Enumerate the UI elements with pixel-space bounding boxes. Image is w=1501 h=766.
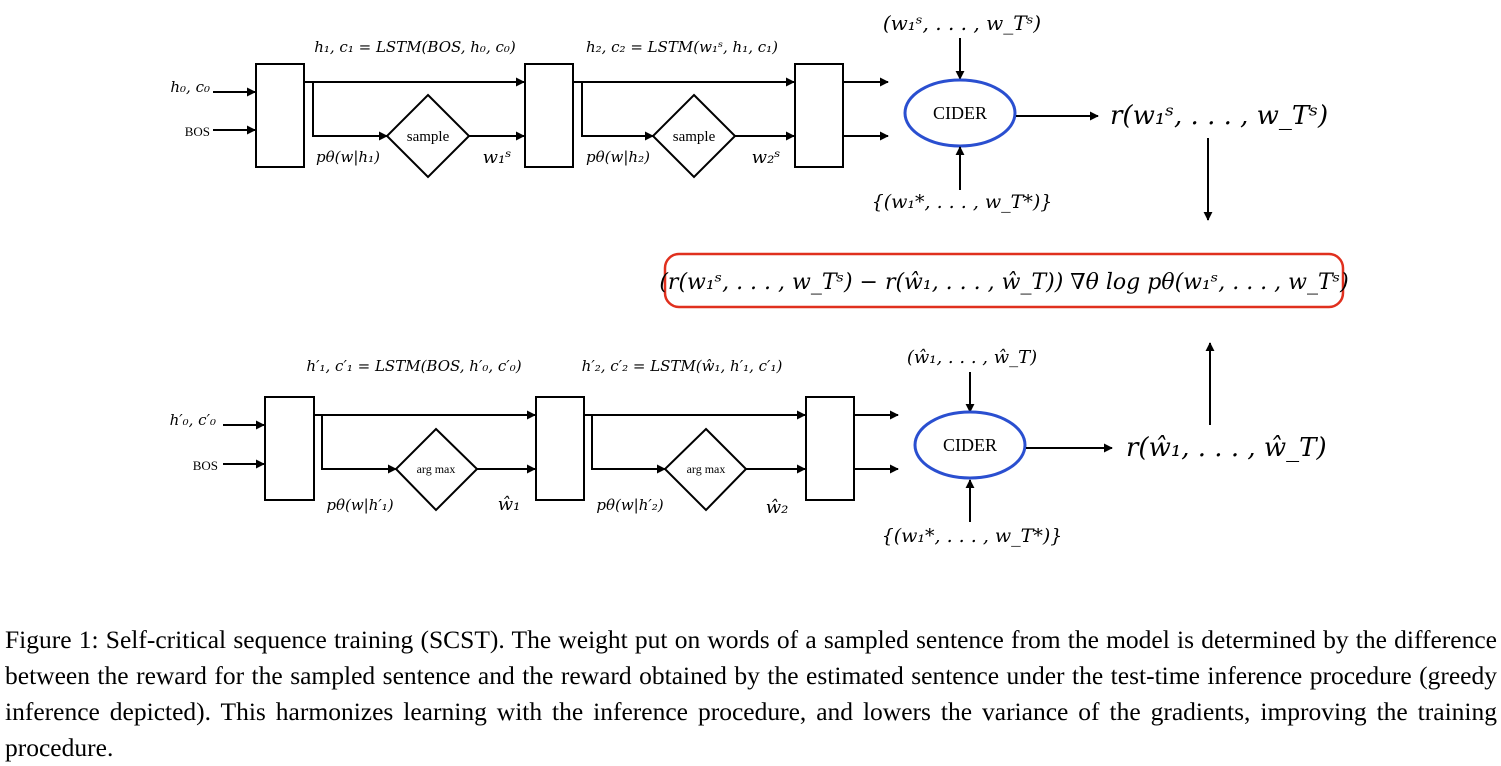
top-cider-label: CIDER: [933, 103, 987, 123]
top-reward: r(w₁ˢ, . . . , w_Tˢ): [1110, 101, 1328, 131]
bottom-policy-path-1: [321, 415, 397, 474]
top-policy-path-2: [581, 82, 654, 141]
bottom-input-bos: BOS: [193, 458, 218, 473]
figure-caption: Figure 1: Self-critical sequence trainin…: [5, 625, 1497, 762]
bottom-argmax-label-1: arg max: [417, 462, 456, 476]
bottom-cider-node: [913, 410, 1027, 480]
gradient-formula-box: (r(w₁ˢ, . . . , w_Tˢ) − r(ŵ₁, . . . , ŵ_…: [659, 252, 1349, 309]
bottom-cider-label: CIDER: [943, 435, 997, 455]
top-lstm-cell-1: [255, 63, 305, 168]
bottom-lstm-cell-2: [535, 396, 585, 501]
bottom-lstm-cell-1: [264, 396, 315, 501]
top-policy-label-2: pθ(w|h₂): [586, 148, 650, 166]
top-output-word-1: w₁ˢ: [483, 147, 512, 168]
top-lstm-cell-3: [794, 63, 844, 168]
bottom-row: h′₁, c′₁ = LSTM(BOS, h′₀, c′₀) h′₂, c′₂ …: [170, 342, 1327, 547]
top-sequence-input: (w₁ˢ, . . . , w_Tˢ): [883, 11, 1041, 35]
bottom-lstm-cell-3: [805, 396, 855, 501]
bottom-argmax-diamond-1: [394, 427, 479, 512]
bottom-reward: r(ŵ₁, . . . , ŵ_T): [1126, 433, 1327, 463]
top-sample-diamond-2: [651, 93, 737, 179]
bottom-policy-path-2: [591, 415, 666, 474]
top-sample-diamond-1: [385, 93, 471, 179]
top-lstm1-label: h₁, c₁ = LSTM(BOS, h₀, c₀): [314, 38, 516, 56]
top-policy-path-1: [312, 82, 388, 141]
bottom-output-word-2: ŵ₂: [766, 497, 789, 518]
top-lstm-cell-2: [524, 63, 574, 168]
bottom-argmax-label-2: arg max: [687, 462, 726, 476]
bottom-sequence-input: (ŵ₁, . . . , ŵ_T): [907, 347, 1037, 368]
gradient-formula: (r(w₁ˢ, . . . , w_Tˢ) − r(ŵ₁, . . . , ŵ_…: [659, 270, 1348, 295]
formula-border: [663, 252, 1345, 309]
scst-diagram: h₁, c₁ = LSTM(BOS, h₀, c₀) h₂, c₂ = LSTM…: [170, 11, 1349, 547]
bottom-input-state: h′₀, c′₀: [170, 411, 216, 429]
top-input-state: h₀, c₀: [170, 78, 210, 96]
top-policy-label-1: pθ(w|h₁): [316, 148, 380, 166]
bottom-output-word-1: ŵ₁: [498, 494, 521, 515]
bottom-references: {(w₁*, . . . , w_T*)}: [882, 525, 1063, 547]
top-output-word-2: w₂ˢ: [752, 147, 781, 168]
top-lstm2-label: h₂, c₂ = LSTM(w₁ˢ, h₁, c₁): [586, 38, 778, 56]
top-cider-node: [903, 78, 1017, 148]
bottom-policy-label-1: pθ(w|h′₁): [326, 496, 393, 514]
bottom-policy-label-2: pθ(w|h′₂): [596, 496, 663, 514]
bottom-lstm2-label: h′₂, c′₂ = LSTM(ŵ₁, h′₁, c′₁): [582, 357, 783, 375]
top-sample-label-2: sample: [673, 129, 716, 145]
top-input-bos: BOS: [185, 124, 210, 139]
bottom-argmax-diamond-2: [663, 427, 748, 512]
top-sample-label-1: sample: [407, 129, 450, 145]
top-row: h₁, c₁ = LSTM(BOS, h₀, c₀) h₂, c₂ = LSTM…: [170, 11, 1328, 221]
bottom-lstm1-label: h′₁, c′₁ = LSTM(BOS, h′₀, c′₀): [306, 357, 521, 375]
top-references: {(w₁*, . . . , w_T*)}: [872, 191, 1053, 213]
